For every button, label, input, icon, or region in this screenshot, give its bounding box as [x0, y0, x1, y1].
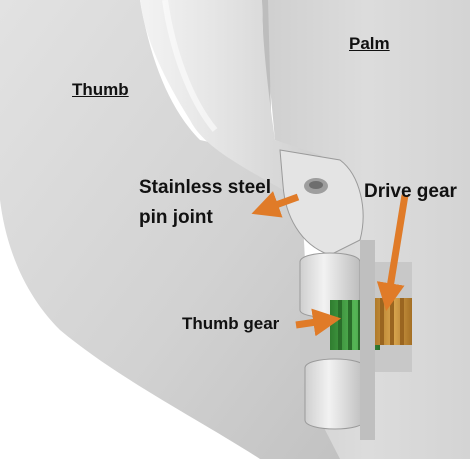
drive-gear-arrow — [376, 194, 409, 312]
palm-rail — [360, 240, 375, 440]
pin-joint-arrow — [251, 191, 300, 218]
pin-housing — [279, 149, 364, 256]
thumb-gear-label: Thumb gear — [182, 314, 280, 333]
lower-cylinder — [304, 358, 366, 430]
thumb-gear-arrow — [295, 308, 342, 337]
palm-label: Palm — [349, 34, 390, 53]
drive-gear-teeth — [380, 298, 404, 345]
thumb-tube — [140, 0, 345, 200]
thumb-tube-highlight — [162, 0, 218, 132]
pin-joint-label-line1: Stainless steel — [139, 177, 272, 198]
thumb-body — [0, 0, 340, 459]
pin-hole-inner — [309, 181, 323, 189]
thumb-label: Thumb — [72, 80, 129, 99]
drive-gear-label: Drive gear — [364, 181, 457, 202]
pin-joint-label-line2: pin joint — [139, 207, 213, 228]
